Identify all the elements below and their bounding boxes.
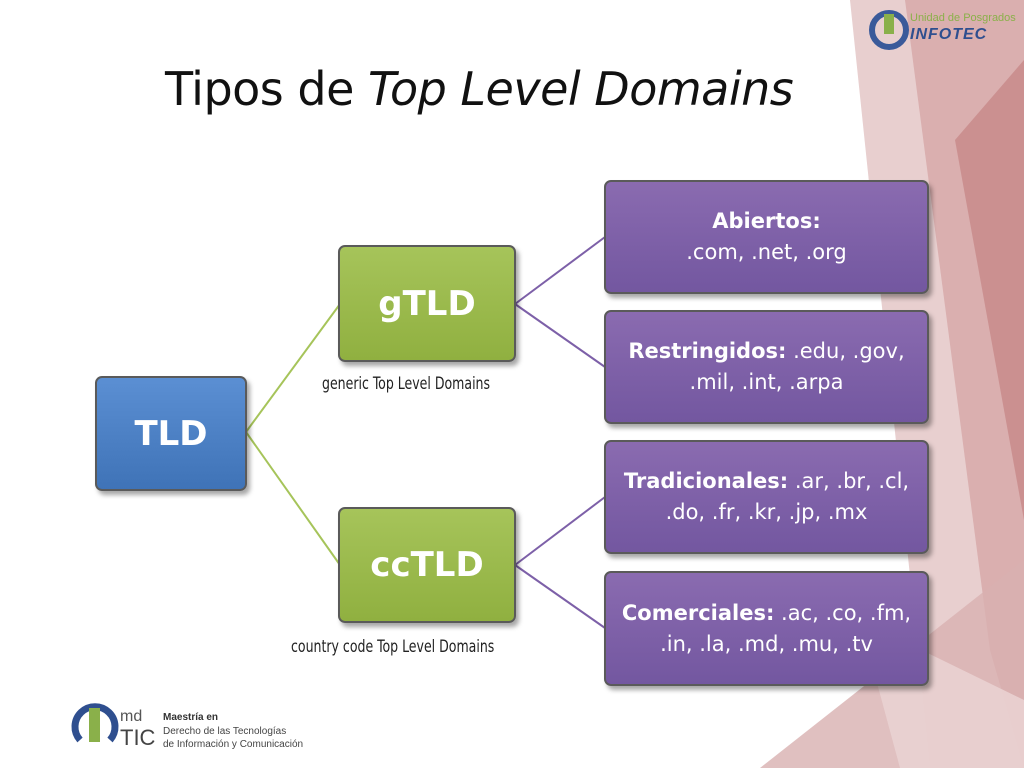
node-comerciales-text: .ac, .co, .fm, .in, .la, .md, .mu, .tv bbox=[660, 600, 912, 656]
connector-gtld-restringidos bbox=[514, 303, 606, 368]
slide-title-italic: Top Level Domains bbox=[368, 62, 794, 116]
node-cctld-label: ccTLD bbox=[370, 545, 484, 585]
node-restringidos-text: .edu, .gov, .mil, .int, .arpa bbox=[689, 339, 905, 394]
connector-gtld-abiertos bbox=[514, 236, 606, 305]
node-tradicionales-heading: Tradicionales: bbox=[623, 469, 789, 493]
node-gtld-label: gTLD bbox=[378, 283, 476, 324]
node-abiertos-text: .com, .net, .org bbox=[686, 240, 847, 264]
infotec-logo-accent bbox=[884, 14, 894, 34]
connector-tld-cctld bbox=[245, 431, 341, 566]
node-restringidos: Restringidos: .edu, .gov, .mil, .int, .a… bbox=[604, 310, 929, 424]
infotec-name-label: INFOTEC bbox=[910, 26, 988, 43]
node-cctld: ccTLD bbox=[338, 507, 516, 623]
slide-title: Tipos de Top Level Domains bbox=[165, 62, 794, 116]
node-tld: TLD bbox=[95, 376, 247, 491]
caption-cctld: country code Top Level Domains bbox=[291, 637, 495, 657]
mdtic-line3: de Información y Comunicación bbox=[163, 739, 304, 750]
mdtic-logo-icon bbox=[71, 703, 119, 743]
deco-stripe-dark bbox=[955, 60, 1024, 520]
node-abiertos-heading: Abiertos: bbox=[712, 209, 821, 233]
node-gtld: gTLD bbox=[338, 245, 516, 362]
mdtic-line1: Maestría en bbox=[163, 712, 219, 723]
connector-cctld-comerciales bbox=[514, 564, 606, 629]
node-comerciales: Comerciales: .ac, .co, .fm, .in, .la, .m… bbox=[604, 571, 929, 686]
node-abiertos: Abiertos: .com, .net, .org bbox=[604, 180, 929, 294]
mdtic-logo-accent bbox=[89, 708, 100, 742]
node-tradicionales: Tradicionales: .ar, .br, .cl, .do, .fr, … bbox=[604, 440, 929, 554]
infotec-logo-icon bbox=[869, 10, 909, 50]
caption-gtld: generic Top Level Domains bbox=[322, 374, 491, 394]
connector-tld-gtld bbox=[245, 303, 341, 433]
slide-title-prefix: Tipos de bbox=[165, 62, 369, 116]
node-tradicionales-text: .ar, .br, .cl, .do, .fr, .kr, .jp, .mx bbox=[665, 469, 910, 524]
mdtic-md-label: md bbox=[120, 708, 143, 725]
mdtic-tic-label: TIC bbox=[120, 725, 156, 750]
node-restringidos-heading: Restringidos: bbox=[628, 339, 787, 363]
node-tld-label: TLD bbox=[134, 413, 208, 454]
infotec-unidad-label: Unidad de Posgrados bbox=[910, 12, 1016, 24]
mdtic-line2: Derecho de las Tecnologías bbox=[163, 726, 287, 737]
connector-cctld-tradicionales bbox=[514, 496, 606, 566]
node-comerciales-heading: Comerciales: bbox=[621, 600, 775, 625]
